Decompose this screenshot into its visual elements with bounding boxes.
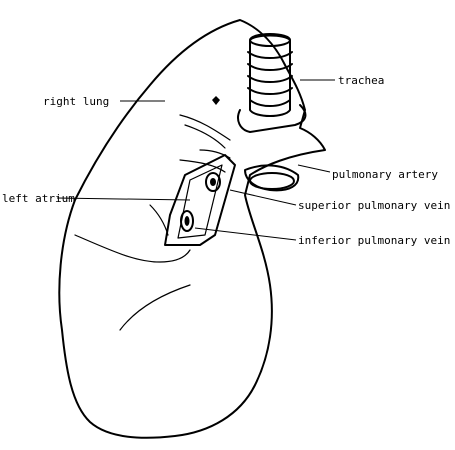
leader-line-pulmonary-artery xyxy=(298,165,330,172)
label-left-atrium: left atrium xyxy=(2,192,75,205)
leader-line-superior-vein xyxy=(230,190,296,205)
label-pulmonary-artery: pulmonary artery xyxy=(332,168,438,181)
fissure-line xyxy=(75,235,190,262)
label-inferior-pulmonary-vein: inferior pulmonary vein xyxy=(298,234,450,247)
fissure-line xyxy=(150,205,168,235)
lung-outline xyxy=(59,20,325,438)
fissure-line xyxy=(120,285,190,330)
pulmonary-artery xyxy=(245,165,298,190)
small-mark xyxy=(212,96,220,105)
hilum-shading xyxy=(180,115,230,172)
inferior-pulmonary-vein xyxy=(181,211,193,231)
label-trachea: trachea xyxy=(338,74,384,87)
label-superior-pulmonary-vein: superior pulmonary vein xyxy=(298,199,450,212)
label-right-lung: right lung xyxy=(43,95,109,108)
leader-line-left-atrium xyxy=(57,198,190,200)
